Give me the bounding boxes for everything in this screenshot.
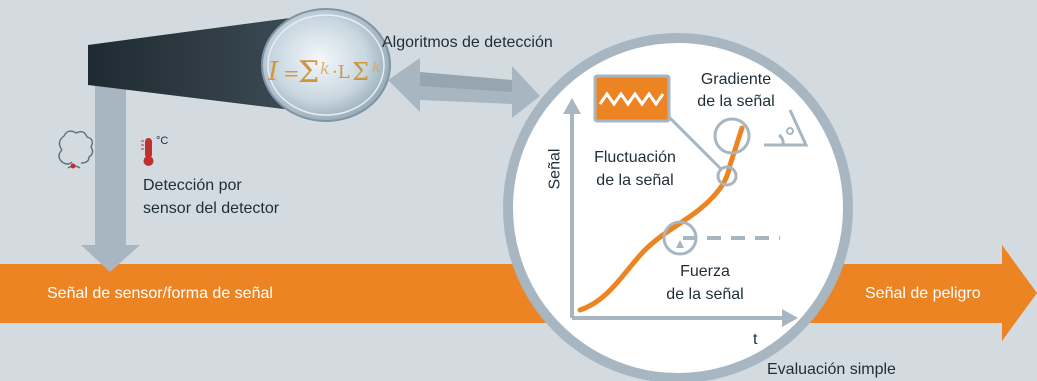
danger-signal-label: Señal de peligro xyxy=(865,285,981,302)
y-axis-label: Señal xyxy=(546,148,564,190)
strength-marker-triangle xyxy=(676,240,684,248)
gradient-marker-circle xyxy=(713,117,751,155)
double-arrow-shade xyxy=(420,72,512,92)
magnifier-lens-icon: I = Σ k ·L Σ k xyxy=(261,8,391,122)
detection-label-line2: sensor del detector xyxy=(143,200,280,217)
thermometer-icon xyxy=(141,138,154,166)
celsius-label: °C xyxy=(156,135,169,147)
strength-label-line1: Fuerza xyxy=(680,263,730,280)
gradient-label-line1: Gradiente xyxy=(700,71,772,88)
smoke-icon xyxy=(58,130,94,169)
gradient-label-line2: de la señal xyxy=(697,93,775,110)
evaluation-label: Evaluación simple xyxy=(767,361,896,378)
angle-icon xyxy=(764,109,809,147)
x-axis-label: t xyxy=(753,331,758,348)
signal-curve xyxy=(577,125,745,313)
svg-text:k: k xyxy=(372,60,380,76)
svg-text:I: I xyxy=(267,57,279,87)
strength-marker-circle xyxy=(662,220,698,256)
strength-label-line2: de la señal xyxy=(666,286,744,303)
fluctuation-marker-circle xyxy=(716,165,738,187)
svg-text:=: = xyxy=(283,61,300,85)
fluctuation-label-line1: Fluctuación xyxy=(594,149,676,166)
svg-text:Σ: Σ xyxy=(352,58,369,86)
evaluation-circle xyxy=(503,33,853,381)
svg-text:Σ: Σ xyxy=(298,55,319,90)
fluctuation-callout-line xyxy=(666,114,724,172)
zoom-cone xyxy=(88,18,292,110)
svg-text:k: k xyxy=(320,59,330,78)
detection-label-line1: Detección por xyxy=(143,177,242,194)
fluctuation-label-line2: de la señal xyxy=(596,172,674,189)
algorithms-label: Algoritmos de detección xyxy=(382,34,553,51)
chart-axes xyxy=(563,98,798,327)
sensor-signal-label: Señal de sensor/forma de señal xyxy=(47,285,273,302)
down-arrow xyxy=(81,86,140,272)
svg-text:·L: ·L xyxy=(332,62,350,83)
fluctuation-zigzag xyxy=(598,91,665,107)
